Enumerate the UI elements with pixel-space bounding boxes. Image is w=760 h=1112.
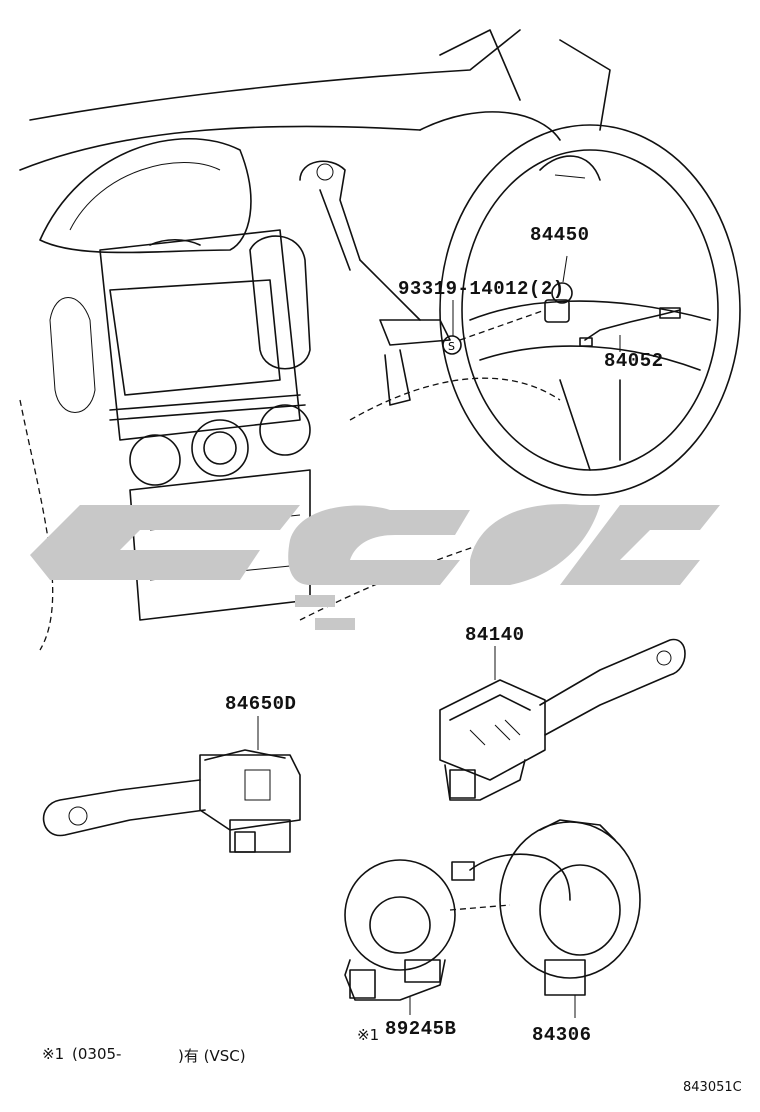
figure-code: 843051C — [683, 1080, 742, 1095]
part-label-89245b: 89245B — [385, 1018, 457, 1040]
footnote-marker: ※1 — [42, 1045, 65, 1063]
part-label-84052: 84052 — [604, 350, 664, 372]
watermark-logo — [30, 504, 720, 630]
part-label-93319-14012: 93319-14012(2) — [398, 278, 565, 300]
lever-84140-drawing — [439, 638, 686, 801]
footnote-text: (0305- — [72, 1045, 122, 1063]
spiral-cable-89245b-drawing — [344, 859, 511, 1015]
part-84052-drawing — [579, 307, 681, 352]
steering-wheel-drawing — [439, 124, 741, 496]
svg-text:S: S — [448, 340, 455, 353]
part-84450-drawing — [544, 255, 573, 323]
spiral-cable-84306-drawing — [451, 819, 641, 1018]
part-label-84450: 84450 — [530, 224, 590, 246]
part-label-84306: 84306 — [532, 1024, 592, 1046]
screw-93319-drawing: S — [442, 300, 546, 355]
note-marker: ※1 — [357, 1026, 380, 1044]
leader-lines — [257, 646, 496, 750]
lever-84650d-drawing — [42, 749, 301, 853]
part-label-84650d: 84650D — [225, 693, 297, 715]
part-label-84140: 84140 — [465, 624, 525, 646]
footnote-suffix: )有 (VSC) — [178, 1047, 246, 1065]
